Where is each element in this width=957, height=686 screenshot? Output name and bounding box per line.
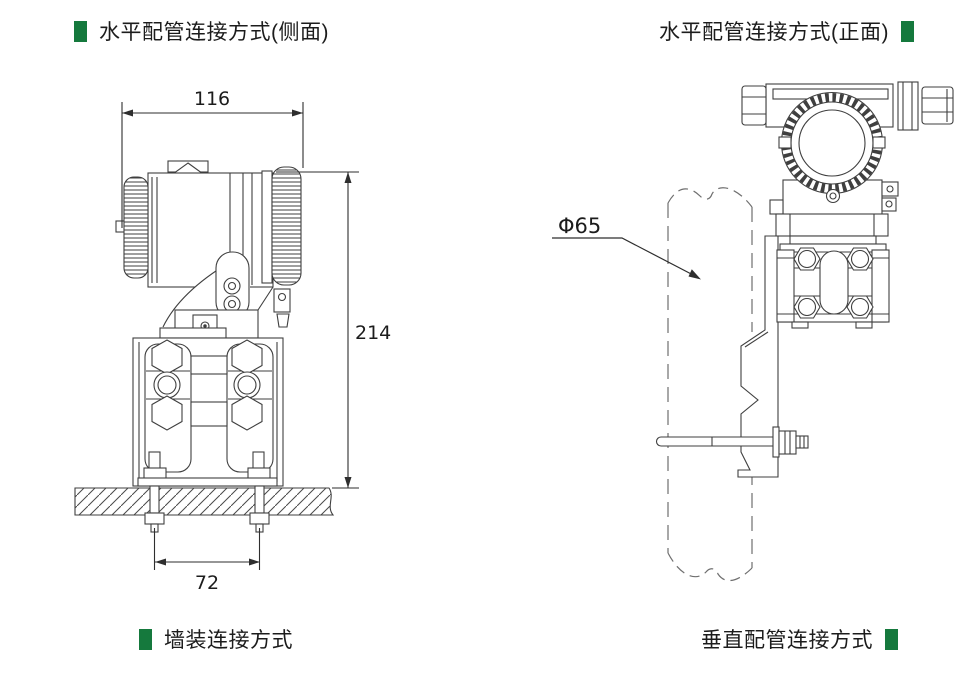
hex-bolt xyxy=(231,395,263,431)
title-label: 水平配管连接方式(侧面) xyxy=(99,21,329,44)
dim-214-lines xyxy=(276,171,359,489)
right-knurled-cap xyxy=(271,166,302,286)
title-horizontal-piping-front: 水平配管连接方式(正面) xyxy=(659,19,914,44)
dimension-lines-left xyxy=(121,102,359,570)
left-knurled-cap xyxy=(123,176,149,279)
dimension-pipe-diameter-phi65: Φ65 xyxy=(558,214,602,238)
title-label: 墙装连接方式 xyxy=(164,629,293,652)
title-horizontal-piping-side: 水平配管连接方式(侧面) xyxy=(74,19,329,44)
title-label: 水平配管连接方式(正面) xyxy=(659,21,889,44)
conduit-fitting-left xyxy=(741,85,767,126)
pipe-bracket xyxy=(737,235,779,478)
green-square-bullet-icon xyxy=(139,628,152,650)
dim-72-lines xyxy=(153,528,261,570)
pipe-diameter-leader xyxy=(552,237,701,280)
title-label: 垂直配管连接方式 xyxy=(701,629,873,652)
green-square-bullet-icon xyxy=(901,20,914,42)
wall-section xyxy=(74,487,335,516)
hex-bolt xyxy=(151,395,183,431)
front-view-transmitter xyxy=(655,81,954,478)
u-bolt-nut xyxy=(778,430,797,455)
dimension-bolt-spacing-72: 72 xyxy=(194,572,220,594)
title-vertical-piping: 垂直配管连接方式 xyxy=(701,627,898,652)
u-bolt xyxy=(655,436,778,447)
vertical-pipe xyxy=(667,187,753,582)
green-square-bullet-icon xyxy=(885,628,898,650)
green-square-bullet-icon xyxy=(74,20,87,42)
display-window xyxy=(798,109,866,177)
title-wall-mount: 墙装连接方式 xyxy=(139,627,293,652)
conduit-fitting-right xyxy=(921,86,954,125)
dimension-width-116: 116 xyxy=(193,88,231,110)
side-view-transmitter xyxy=(74,160,335,533)
dimension-height-214: 214 xyxy=(355,322,392,344)
